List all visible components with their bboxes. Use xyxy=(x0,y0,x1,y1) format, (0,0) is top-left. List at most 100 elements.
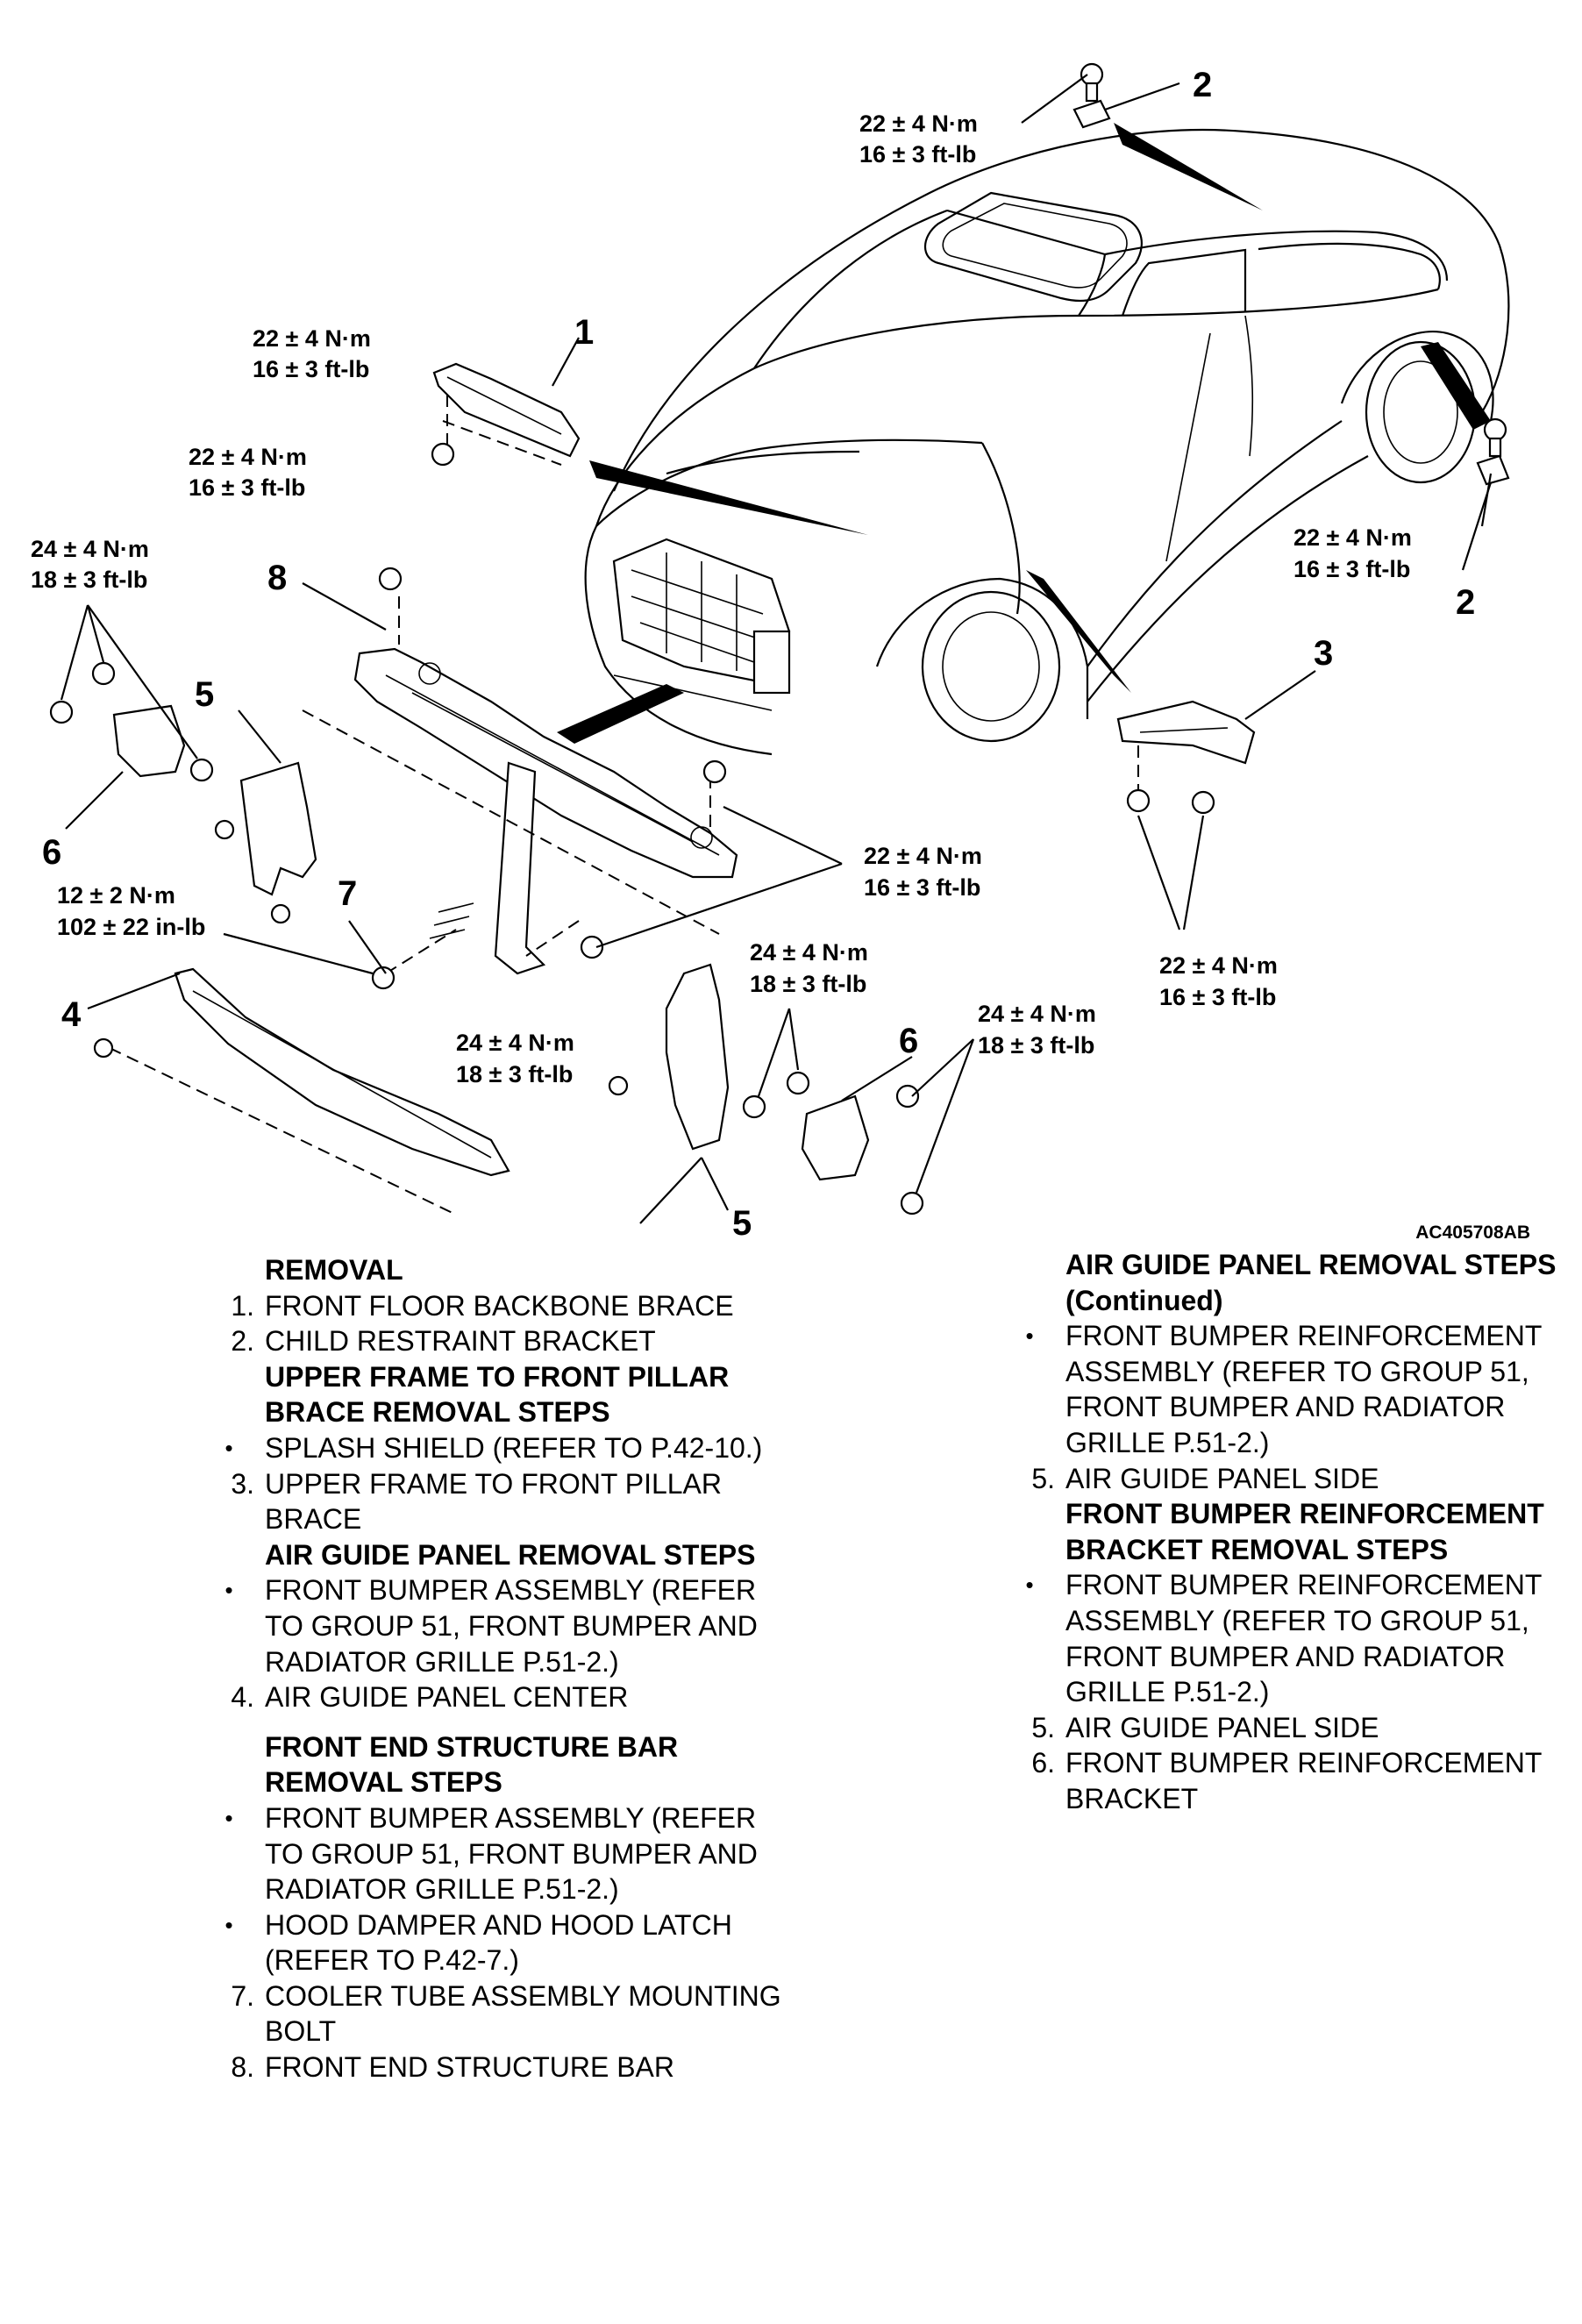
bullet-step: • HOOD DAMPER AND HOOD LATCH (REFER TO P.… xyxy=(203,1907,800,1978)
step-number: 7. xyxy=(231,1979,254,2012)
callout-8: 8 xyxy=(267,559,287,597)
step-number: 1. xyxy=(231,1289,254,1322)
torque-ftlb: 18 ± 3 ft-lb xyxy=(750,971,866,997)
pointer-wedge xyxy=(1026,570,1131,693)
torque-ftlb: 16 ± 3 ft-lb xyxy=(1159,984,1276,1010)
figure-id: AC405708AB xyxy=(1415,1223,1530,1243)
callout-2-top: 2 xyxy=(1193,66,1212,104)
step-number: 6. xyxy=(1031,1747,1055,1779)
numbered-step: 4. AIR GUIDE PANEL CENTER xyxy=(203,1679,800,1715)
part-5-air-guide-panel-side-bottom xyxy=(608,963,730,1224)
callout-1: 1 xyxy=(574,313,594,352)
torque-nm: 24 ± 4 N·m xyxy=(978,1001,1096,1027)
section-heading: AIR GUIDE PANEL REMOVAL STEPS (Continued… xyxy=(1065,1249,1557,1316)
callout-6-mid: 6 xyxy=(899,1022,918,1060)
torque-ftlb: 16 ± 3 ft-lb xyxy=(864,874,980,901)
bullet-mark: • xyxy=(1025,1572,1034,1599)
section-heading: REMOVAL xyxy=(265,1254,403,1286)
torque-spec-3: 22 ± 4 N·m 16 ± 3 ft-lb xyxy=(1159,952,1278,1010)
torque-nm: 24 ± 4 N·m xyxy=(750,939,868,966)
torque-nm: 22 ± 4 N·m xyxy=(859,110,978,137)
step-text: AIR GUIDE PANEL SIDE xyxy=(1065,1711,1379,1743)
section-heading: FRONT BUMPER REINFORCEMENT BRACKET REMOV… xyxy=(1065,1498,1544,1565)
callout-3: 3 xyxy=(1314,634,1333,673)
torque-ftlb: 18 ± 3 ft-lb xyxy=(456,1061,573,1087)
step-text: FRONT BUMPER ASSEMBLY (REFER TO GROUP 51… xyxy=(265,1574,758,1678)
callout-5-left: 5 xyxy=(195,675,214,714)
numbered-step: 3.UPPER FRAME TO FRONT PILLAR BRACE xyxy=(203,1466,800,1537)
torque-spec-7: 12 ± 2 N·m 102 ± 22 in-lb xyxy=(57,882,205,940)
step-text: FRONT BUMPER ASSEMBLY (REFER TO GROUP 51… xyxy=(265,1801,758,1906)
callout-7: 7 xyxy=(338,874,357,913)
step-number: 5. xyxy=(1031,1711,1055,1743)
torque-spec-6-left: 24 ± 4 N·m 18 ± 3 ft-lb xyxy=(31,536,149,593)
torque-spec-2-right: 22 ± 4 N·m 16 ± 3 ft-lb xyxy=(1293,524,1412,582)
torque-nm: 22 ± 4 N·m xyxy=(189,444,307,470)
part-7-cooler-tube-bolt xyxy=(223,902,474,990)
section-heading: FRONT END STRUCTURE BAR REMOVAL STEPS xyxy=(265,1730,679,1799)
bullet-step: • FRONT BUMPER REINFORCEMENT ASSEMBLY (RE… xyxy=(1004,1318,1557,1460)
vehicle-outline xyxy=(584,129,1510,756)
step-text: COOLER TUBE ASSEMBLY MOUNTING BOLT xyxy=(265,1979,781,2048)
pointer-wedge xyxy=(1421,342,1491,430)
right-removal-steps-column: AIR GUIDE PANEL REMOVAL STEPS (Continued… xyxy=(1004,1247,1557,1817)
numbered-step: 8. FRONT END STRUCTURE BAR xyxy=(203,2050,800,2085)
bullet-mark: • xyxy=(1025,1322,1034,1350)
step-text: FRONT BUMPER REINFORCEMENT ASSEMBLY (REF… xyxy=(1065,1320,1542,1458)
torque-spec-6-right: 24 ± 4 N·m 18 ± 3 ft-lb xyxy=(978,1001,1096,1059)
part-4-air-guide-panel-center xyxy=(87,967,510,1215)
torque-nm: 24 ± 4 N·m xyxy=(456,1030,574,1056)
part-6-reinforcement-bracket-mid xyxy=(742,1008,975,1215)
part-1-backbone-brace xyxy=(431,337,581,467)
front-end-structure-in-vehicle xyxy=(612,538,791,711)
torque-spec-6-mid: 24 ± 4 N·m 18 ± 3 ft-lb xyxy=(750,939,868,997)
torque-ftlb: 18 ± 3 ft-lb xyxy=(978,1032,1094,1059)
numbered-step: 2.CHILD RESTRAINT BRACKET xyxy=(203,1323,800,1359)
step-text: FRONT FLOOR BACKBONE BRACE xyxy=(265,1289,734,1322)
part-5-air-guide-panel-side-left xyxy=(214,709,317,924)
numbered-step: 6. FRONT BUMPER REINFORCEMENT BRACKET xyxy=(1004,1745,1557,1816)
step-text: AIR GUIDE PANEL SIDE xyxy=(1065,1462,1379,1494)
torque-nm: 24 ± 4 N·m xyxy=(31,536,149,562)
bullet-mark: • xyxy=(224,1911,233,1938)
torque-nm: 22 ± 4 N·m xyxy=(1159,952,1278,979)
part-2-child-restraint-bracket-right xyxy=(1461,417,1510,571)
step-text: HOOD DAMPER AND HOOD LATCH (REFER TO P.4… xyxy=(265,1908,732,1977)
step-text: FRONT BUMPER REINFORCEMENT BRACKET xyxy=(1065,1747,1542,1814)
bullet-mark: • xyxy=(224,1804,233,1831)
step-text: AIR GUIDE PANEL CENTER xyxy=(265,1681,629,1714)
torque-nm: 12 ± 2 N·m xyxy=(57,882,175,909)
part-2-child-restraint-bracket-top xyxy=(1021,62,1180,129)
step-number: 4. xyxy=(231,1681,254,1714)
torque-spec-1: 22 ± 4 N·m 16 ± 3 ft-lb xyxy=(253,325,371,382)
step-number: 5. xyxy=(1031,1462,1055,1494)
step-number: 8. xyxy=(231,2051,254,2084)
callout-5-bottom: 5 xyxy=(732,1204,752,1243)
torque-ftlb: 16 ± 3 ft-lb xyxy=(1293,556,1410,582)
torque-spec-2-top: 22 ± 4 N·m 16 ± 3 ft-lb xyxy=(859,110,978,168)
torque-nm: 22 ± 4 N·m xyxy=(864,843,982,869)
part-8-front-end-structure-bar xyxy=(302,567,843,975)
section-heading: UPPER FRAME TO FRONT PILLAR BRACE REMOVA… xyxy=(265,1360,730,1429)
step-text: UPPER FRAME TO FRONT PILLAR BRACE xyxy=(265,1467,722,1536)
callout-6-left: 6 xyxy=(42,833,61,872)
torque-ftlb: 18 ± 3 ft-lb xyxy=(31,567,147,593)
numbered-step: 7. COOLER TUBE ASSEMBLY MOUNTING BOLT xyxy=(203,1978,800,2050)
bullet-step: • FRONT BUMPER ASSEMBLY (REFER TO GROUP 5… xyxy=(203,1800,800,1907)
pointer-wedge xyxy=(557,684,684,744)
numbered-step: 5. AIR GUIDE PANEL SIDE xyxy=(1004,1461,1557,1497)
step-text: FRONT BUMPER REINFORCEMENT ASSEMBLY (REF… xyxy=(1065,1569,1542,1708)
step-number: 2. xyxy=(231,1325,254,1358)
callout-2-right: 2 xyxy=(1456,583,1475,622)
bullet-mark: • xyxy=(224,1434,233,1461)
step-text: SPLASH SHIELD (REFER TO P.42-10.) xyxy=(265,1431,763,1464)
torque-ftlb: 16 ± 3 ft-lb xyxy=(859,141,976,168)
pointer-wedge xyxy=(589,460,868,535)
torque-nm: 22 ± 4 N·m xyxy=(1293,524,1412,551)
torque-ftlb: 16 ± 3 ft-lb xyxy=(189,474,305,501)
torque-ftlb: 102 ± 22 in-lb xyxy=(57,914,205,940)
part-3-upper-frame-brace xyxy=(1116,670,1316,930)
exploded-parts-diagram: 22 ± 4 N·m 16 ± 3 ft-lb 22 ± 4 N·m 16 ± … xyxy=(31,62,1530,1243)
step-text: FRONT END STRUCTURE BAR xyxy=(265,2051,674,2084)
